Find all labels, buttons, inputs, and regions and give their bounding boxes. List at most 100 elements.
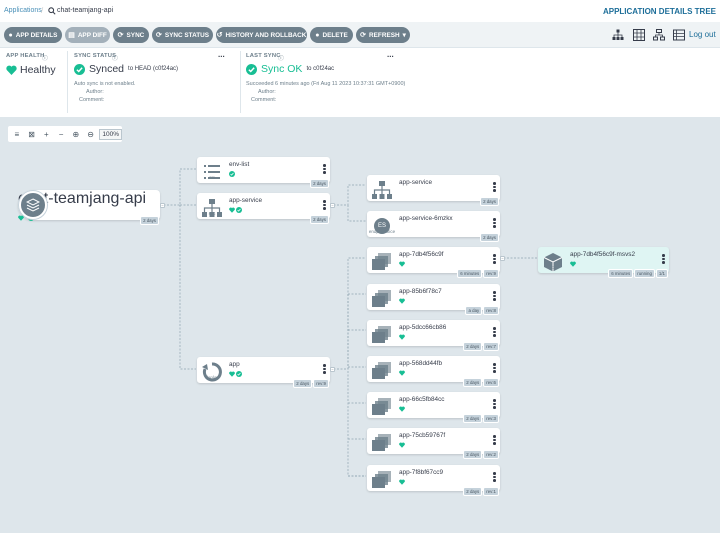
- node-menu-button[interactable]: [493, 182, 496, 192]
- node-menu-button[interactable]: [323, 164, 326, 174]
- deployment-icon: [202, 362, 222, 382]
- sync-ok-text: Sync OK: [261, 63, 303, 75]
- sync-succeeded-text: Succeeded 6 minutes ago (Fri Aug 11 2023…: [246, 81, 406, 87]
- node-menu-button[interactable]: [493, 472, 496, 482]
- refresh-button[interactable]: ⟳REFRESH▾: [356, 27, 410, 43]
- resource-name: app-7db4f56c9f-msvs2: [570, 251, 636, 258]
- node-tag: 2 days: [463, 414, 483, 423]
- chevron-down-icon: ▾: [402, 32, 406, 39]
- list-view-icon[interactable]: [673, 29, 685, 41]
- node-menu-button[interactable]: [662, 254, 665, 264]
- help-icon[interactable]: ⓘ: [112, 56, 118, 62]
- search-icon[interactable]: [48, 7, 56, 15]
- node-menu-button[interactable]: [493, 291, 496, 301]
- status-icons: [399, 334, 405, 340]
- collapse-toggle[interactable]: −: [500, 256, 505, 261]
- history-icon: ↺: [216, 32, 223, 39]
- heart-icon: [6, 65, 17, 75]
- last-sync-more-button[interactable]: ...: [387, 50, 394, 59]
- node-tag: 2 days: [310, 179, 329, 188]
- resource-kind: rs: [380, 483, 384, 488]
- collapse-toggle[interactable]: −: [160, 203, 165, 208]
- app-root-node[interactable]: chat-teamjang-api 2 days: [18, 190, 160, 225]
- sync-status-label: SYNC STATUS: [164, 31, 210, 39]
- zoom-toolbar: ≡ ⊠ + − ⊕ ⊖ 100%: [8, 126, 123, 142]
- app-diff-label: APP DIFF: [77, 31, 107, 39]
- resource-kind: rs: [380, 446, 384, 451]
- node-menu-button[interactable]: [493, 254, 496, 264]
- align-left-icon[interactable]: ≡: [14, 129, 20, 139]
- delete-label: DELETE: [322, 31, 348, 39]
- divider: [67, 51, 68, 113]
- sync-status-button[interactable]: ⟳SYNC STATUS: [152, 27, 213, 43]
- node-menu-button[interactable]: [493, 218, 496, 228]
- app-diff-button[interactable]: ▤APP DIFF: [65, 27, 110, 43]
- help-icon[interactable]: ⓘ: [42, 56, 48, 62]
- node-tag: 2 days: [463, 487, 483, 496]
- resource-kind: rs: [380, 374, 384, 379]
- resource-name: app-service: [229, 197, 263, 204]
- network-view-icon[interactable]: [653, 29, 665, 41]
- collapse-toggle[interactable]: −: [330, 367, 335, 372]
- resource-tree-canvas[interactable]: [0, 118, 720, 533]
- node-menu-button[interactable]: [323, 200, 326, 210]
- resource-name: app-85b6f78c7: [399, 288, 442, 295]
- help-icon[interactable]: ⓘ: [278, 56, 284, 62]
- node-menu-button[interactable]: [493, 327, 496, 337]
- history-rollback-button[interactable]: ↺HISTORY AND ROLLBACK: [216, 27, 307, 43]
- zoom-out-icon[interactable]: ⊖: [87, 129, 94, 139]
- node-menu-button[interactable]: [493, 363, 496, 373]
- pods-view-icon[interactable]: [633, 29, 645, 41]
- refresh-label: REFRESH: [369, 31, 400, 39]
- breadcrumb-applications[interactable]: Applications: [4, 7, 42, 14]
- collapse-icon[interactable]: −: [58, 129, 64, 139]
- heart-icon: [18, 215, 24, 221]
- app-details-button[interactable]: ●APP DETAILS: [4, 27, 62, 43]
- zoom-in-icon[interactable]: ⊕: [72, 129, 80, 139]
- top-bar: Applications / chat-teamjang-api APPLICA…: [0, 0, 720, 22]
- toolbar: ●APP DETAILS ▤APP DIFF ⟳SYNC ⟳SYNC STATU…: [0, 22, 720, 48]
- zoom-percent[interactable]: 100%: [99, 128, 123, 140]
- check-circle-icon: [236, 207, 242, 213]
- tree-view-icon[interactable]: [612, 29, 624, 41]
- expand-icon[interactable]: +: [44, 129, 49, 139]
- breadcrumb-current: chat-teamjang-api: [57, 7, 114, 14]
- node-tag: 2 days: [463, 378, 483, 387]
- collapse-toggle[interactable]: −: [330, 203, 335, 208]
- pod-icon: [543, 253, 563, 272]
- resource-name: app-7f8bf67cc9: [399, 469, 444, 476]
- author-label: Author:: [86, 89, 104, 95]
- app-health-value: Healthy: [6, 64, 56, 76]
- fit-icon[interactable]: ⊠: [28, 129, 35, 139]
- node-tag: a day: [465, 306, 483, 315]
- status-panel: APP HEALTH ⓘ SYNC STATUS ⓘ ... LAST SYNC…: [0, 48, 720, 118]
- node-menu-button[interactable]: [493, 399, 496, 409]
- node-menu-button[interactable]: [323, 364, 326, 374]
- sync-target-text: to HEAD (c0f24ac): [128, 66, 179, 72]
- sync-more-button[interactable]: ...: [218, 50, 225, 59]
- endpointslice-icon-text: ES: [374, 218, 390, 234]
- node-tags: 2 days: [310, 215, 329, 224]
- status-icons: [229, 207, 242, 213]
- delete-button[interactable]: ●DELETE: [310, 27, 353, 43]
- sync-button[interactable]: ⟳SYNC: [113, 27, 149, 43]
- last-sync-value: Sync OK to c0f24ac: [246, 63, 334, 75]
- replicaset-icon: [372, 471, 391, 488]
- heart-icon: [399, 406, 405, 412]
- node-menu-button[interactable]: [493, 435, 496, 445]
- logout-link[interactable]: Log out: [689, 30, 716, 39]
